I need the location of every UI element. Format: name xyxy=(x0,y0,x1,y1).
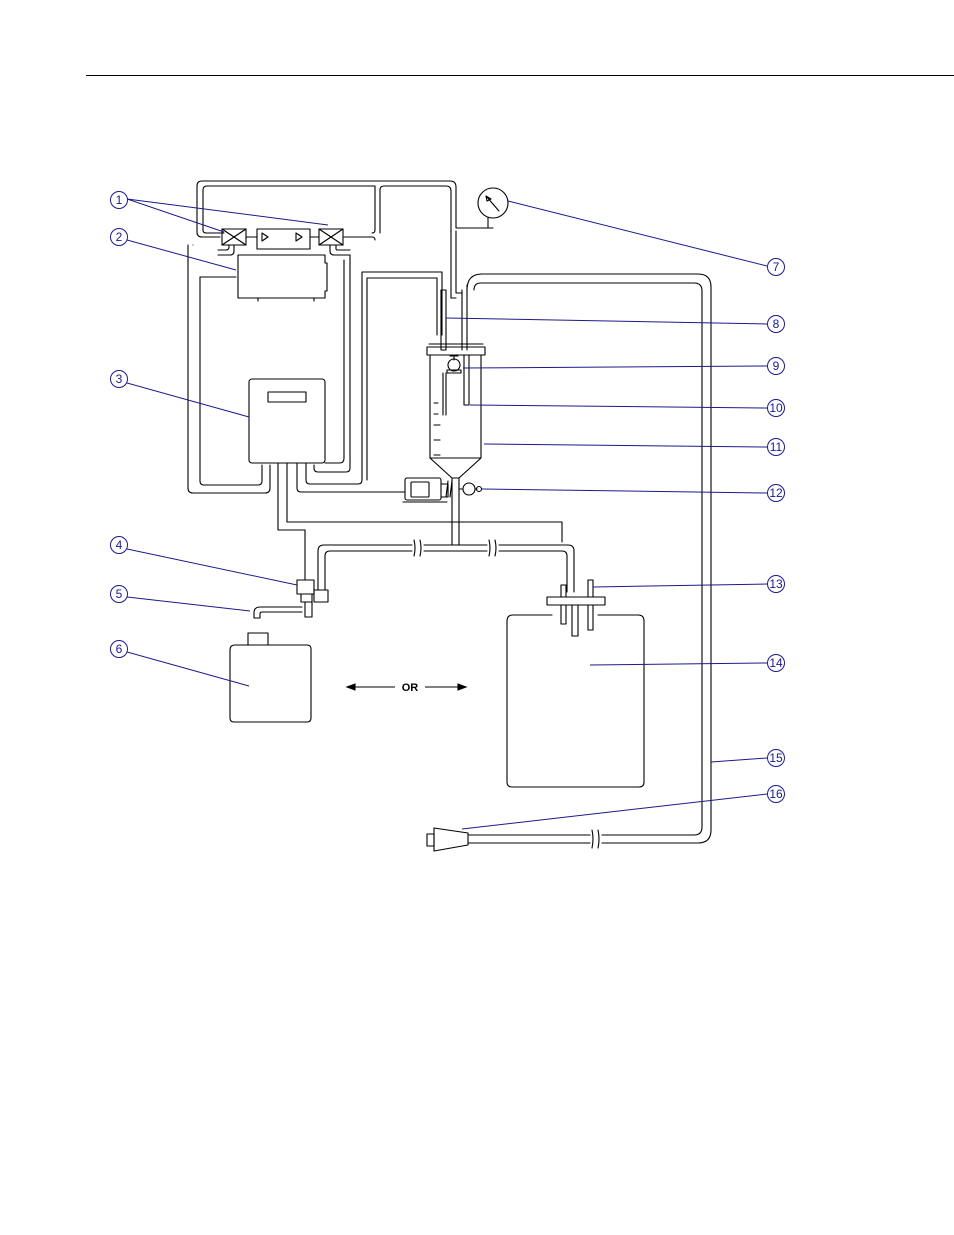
callout-7: 7 xyxy=(773,260,780,274)
callout-16: 16 xyxy=(769,787,783,801)
trap-flask xyxy=(427,344,485,478)
drain-container xyxy=(230,633,311,722)
callout-11: 11 xyxy=(770,440,783,454)
callout-9: 9 xyxy=(773,359,780,373)
callout-1: 1 xyxy=(116,193,123,207)
or-label: OR xyxy=(402,682,419,694)
vacuum-gauge xyxy=(478,188,508,228)
drain-hose xyxy=(254,607,302,618)
valve-left xyxy=(222,229,246,245)
callout-8: 8 xyxy=(773,317,780,331)
float-valve xyxy=(443,355,461,415)
leader-lines xyxy=(127,199,767,829)
callout-10: 10 xyxy=(769,401,783,415)
controller-box xyxy=(249,379,325,463)
callout-13: 13 xyxy=(769,577,783,591)
waste-bottle xyxy=(507,615,644,787)
callout-6: 6 xyxy=(116,642,123,656)
stopcock xyxy=(446,481,482,497)
callout-3: 3 xyxy=(116,372,123,386)
vacuum-line xyxy=(467,274,711,848)
callout-5: 5 xyxy=(116,587,123,601)
callout-2: 2 xyxy=(116,230,123,244)
or-arrow: OR xyxy=(347,682,466,694)
vacuum-connector xyxy=(427,828,468,851)
callout-12: 12 xyxy=(769,486,783,500)
callout-15: 15 xyxy=(769,751,783,765)
valve-right xyxy=(319,229,343,245)
drain-manifold xyxy=(318,540,574,592)
top-tubing-loop xyxy=(197,181,493,240)
callout-4: 4 xyxy=(116,538,123,552)
callout-14: 14 xyxy=(769,656,783,670)
pump-unit xyxy=(238,255,327,301)
bottle-cap xyxy=(547,580,605,636)
dip-tube xyxy=(464,355,469,405)
flow-controller xyxy=(403,478,448,502)
pump-box xyxy=(246,229,319,249)
